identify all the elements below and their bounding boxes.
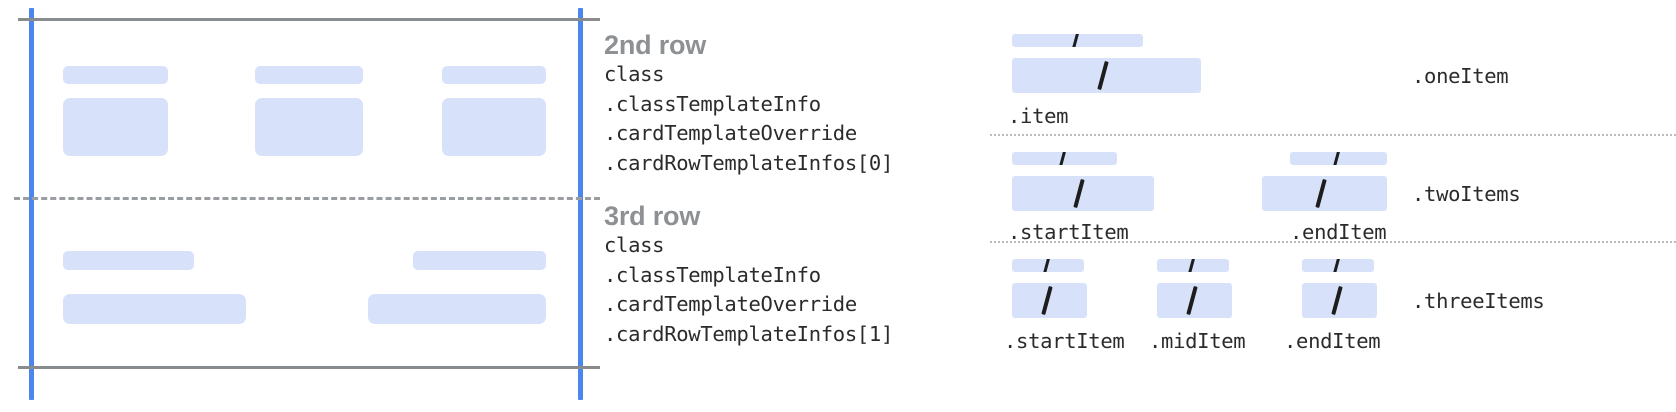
annotation-code-line: class [604,233,665,257]
annotation-code-line: .cardRowTemplateInfos[0] [604,150,894,175]
item-title-placeholder [1157,259,1229,272]
card-title-placeholder [255,66,363,84]
item-title-placeholder [1012,152,1117,165]
card-rows-preview [0,0,600,412]
row-divider-line [14,197,600,200]
card-title-placeholder [63,66,168,84]
row-annotations: 2nd row class .classTemplateInfo .cardTe… [604,0,1004,412]
slash-icon [1331,285,1343,316]
item-label: .item [1008,104,1069,128]
card-title-placeholder [63,251,194,270]
annotation-code-line: .classTemplateInfo [604,91,821,116]
annotation-heading: 2nd row [604,30,707,60]
annotation-heading: 3rd row [604,201,701,231]
item-title-placeholder [1012,259,1084,272]
annotation-code-line: .classTemplateInfo [604,262,821,287]
item-body-placeholder [1157,283,1232,318]
variant-group-label: .oneItem [1412,64,1509,88]
annotation-block-2nd-row: 2nd row class .classTemplateInfo .cardTe… [604,30,893,178]
item-title-placeholder [1012,34,1143,47]
variant-section-three-items: .startItem .midItem .endItem [990,241,1676,356]
card-body-placeholder [442,98,546,156]
item-title-placeholder [1302,259,1374,272]
item-body-placeholder [1012,58,1201,93]
slash-icon [1186,285,1198,316]
item-body-placeholder [1012,176,1154,211]
card-body-placeholder [255,98,363,156]
slash-icon [1042,259,1051,272]
variant-group-label: .threeItems [1412,289,1545,313]
slash-icon [1315,178,1327,209]
slash-icon [1041,285,1053,316]
left-edge-guide [29,8,34,400]
slash-icon [1058,152,1067,165]
top-boundary-line [18,18,600,21]
slash-icon [1187,259,1196,272]
variant-group-label: .twoItems [1412,182,1521,206]
annotation-code-line: .cardTemplateOverride [604,292,857,316]
slash-icon [1073,178,1085,209]
item-label: .midItem [1149,329,1246,353]
card-title-placeholder [413,251,546,270]
right-edge-guide [578,8,583,400]
item-label: .endItem [1284,329,1381,353]
variant-separator-line [990,134,1676,136]
variant-section-two-items: .startItem .endItem .twoItems [990,134,1676,244]
variant-section-one-item: .item .oneItem [990,0,1676,130]
annotation-code-line: .cardTemplateOverride [604,121,857,145]
slash-icon [1332,152,1341,165]
bottom-boundary-line [18,366,600,369]
item-body-placeholder [1302,283,1377,318]
item-variants-panel: .item .oneItem .startItem [990,0,1676,412]
item-title-placeholder [1290,152,1387,165]
annotation-block-3rd-row: 3rd row class .classTemplateInfo .cardTe… [604,201,893,349]
item-label: .startItem [1008,220,1129,244]
item-body-placeholder [1262,176,1387,211]
card-body-placeholder [368,294,546,324]
item-label: .endItem [1290,220,1387,244]
card-title-placeholder [442,66,546,84]
card-body-placeholder [63,98,168,156]
annotation-code-line: .cardRowTemplateInfos[1] [604,321,894,346]
card-body-placeholder [63,294,246,324]
slash-icon [1332,259,1341,272]
item-label: .startItem [1004,329,1125,353]
variant-separator-line [990,241,1676,243]
slash-icon [1097,60,1109,91]
item-body-placeholder [1012,283,1087,318]
slash-icon [1071,34,1080,47]
annotation-code-line: class [604,62,665,86]
